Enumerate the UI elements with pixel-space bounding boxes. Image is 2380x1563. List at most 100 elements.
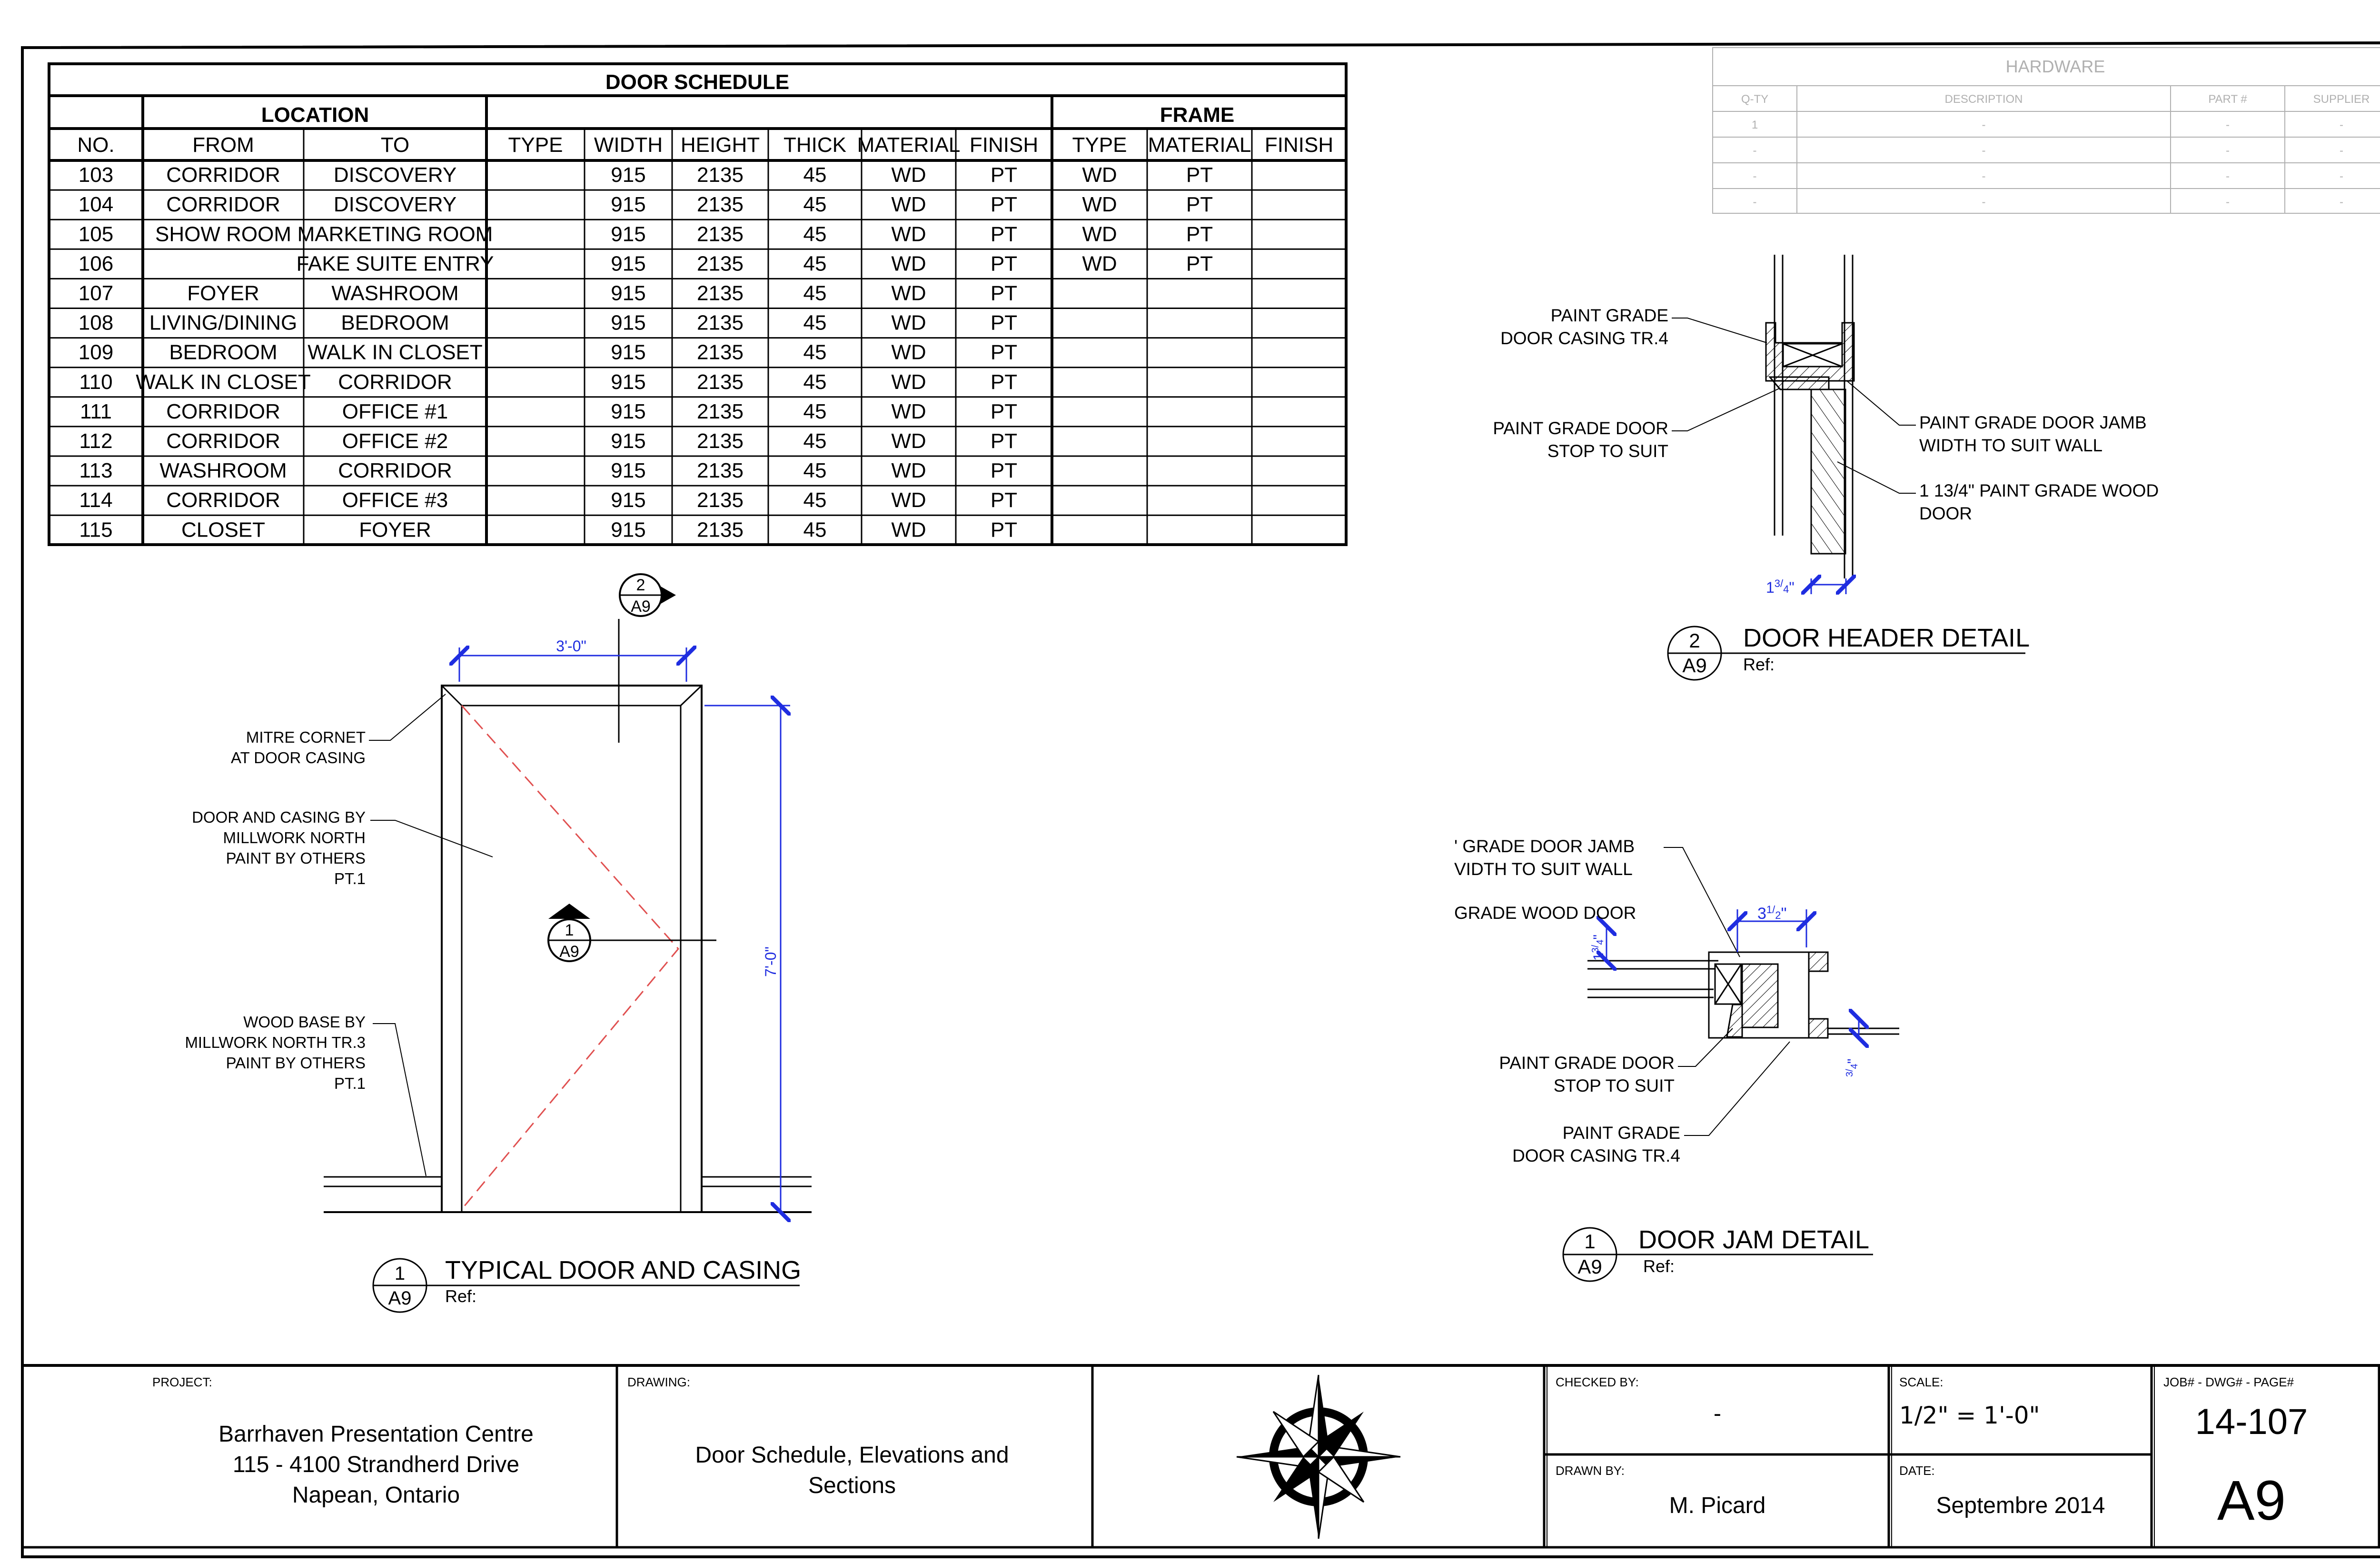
schedule-cell: WASHROOM — [159, 459, 287, 482]
door-header-callout-number: 2 — [1689, 629, 1700, 652]
hardware-cell: - — [2340, 196, 2343, 209]
schedule-cell: 113 — [79, 459, 112, 482]
schedule-cell: 915 — [611, 282, 645, 305]
jamb-note-casing-2: DOOR CASING TR.4 — [1512, 1146, 1680, 1165]
schedule-cell: SHOW ROOM — [155, 222, 291, 246]
door-jamb-title-block: 1 A9 DOOR JAM DETAIL Ref: — [1562, 1225, 1873, 1282]
schedule-column-header: TO — [381, 133, 409, 157]
schedule-cell: 45 — [803, 311, 827, 335]
schedule-cell: PT — [991, 488, 1017, 512]
schedule-cell: PT — [1186, 222, 1213, 246]
scale-value: 1/2" = 1'-0" — [1899, 1402, 2040, 1429]
schedule-cell: PT — [991, 400, 1017, 423]
schedule-cell: OFFICE #2 — [342, 429, 448, 453]
header-dim-whole: 1 — [1766, 579, 1775, 596]
header-note-jamb-1: PAINT GRADE DOOR JAMB — [1919, 413, 2147, 432]
schedule-title: DOOR SCHEDULE — [605, 70, 789, 94]
section-marker-1-number: 1 — [565, 921, 574, 939]
schedule-cell: PT — [991, 518, 1017, 541]
hardware-cell: - — [1982, 144, 1986, 157]
schedule-column-header: HEIGHT — [681, 133, 760, 157]
door-header-callout-sheet: A9 — [1682, 654, 1706, 677]
schedule-cell: 915 — [611, 193, 645, 216]
note-base-line1: WOOD BASE BY — [243, 1013, 366, 1031]
schedule-cell: MARKETING ROOM — [298, 222, 493, 246]
schedule-cell: PT — [991, 222, 1017, 246]
schedule-cell: PT — [991, 311, 1017, 335]
hardware-cell: - — [2226, 170, 2230, 183]
schedule-cell: PT — [991, 429, 1017, 453]
hardware-cell: - — [1753, 144, 1757, 157]
schedule-cell: 115 — [79, 518, 112, 541]
hardware-cell: - — [2340, 170, 2343, 183]
schedule-cell: 45 — [803, 488, 827, 512]
schedule-cell: PT — [1186, 193, 1213, 216]
schedule-cell: 2135 — [697, 488, 744, 512]
schedule-cell: PT — [991, 282, 1017, 305]
jamb-left-num: 3 — [1590, 947, 1601, 953]
schedule-cell: WD — [891, 341, 926, 364]
schedule-cell: 2135 — [697, 222, 744, 246]
hardware-cell: - — [1753, 170, 1757, 183]
hardware-cell: - — [2226, 119, 2230, 131]
schedule-cell: 915 — [611, 400, 645, 423]
schedule-cell: WD — [891, 370, 926, 394]
schedule-cell: CORRIDOR — [166, 488, 280, 512]
hardware-column-header: Q-TY — [1741, 93, 1768, 106]
north-arrow-icon — [1236, 1374, 1401, 1539]
frame-group-header: FRAME — [1160, 103, 1234, 127]
header-note-casing-1: PAINT GRADE — [1551, 306, 1668, 325]
schedule-column-header: TYPE — [1072, 133, 1127, 157]
hardware-cell: 1 — [1752, 119, 1758, 131]
schedule-cell: 915 — [611, 311, 645, 335]
date-value: Septembre 2014 — [1936, 1493, 2105, 1518]
note-base-line4: PT.1 — [334, 1075, 366, 1092]
jamb-note-jamb-1: ' GRADE DOOR JAMB — [1454, 836, 1635, 856]
section-marker-2-number: 2 — [636, 576, 645, 594]
hardware-cell: - — [1753, 196, 1757, 209]
jamb-top-num: 1 — [1766, 904, 1772, 916]
schedule-cell: 45 — [803, 370, 827, 394]
schedule-cell: CORRIDOR — [166, 429, 280, 453]
height-dimension — [704, 706, 790, 1212]
door-swing-lines — [461, 705, 679, 1210]
schedule-cell: PT — [991, 459, 1017, 482]
hardware-cell: - — [2340, 144, 2343, 157]
schedule-column-header: WIDTH — [594, 133, 663, 157]
header-note-stop-2: STOP TO SUIT — [1547, 441, 1668, 461]
schedule-cell: PT — [991, 193, 1017, 216]
schedule-cell: 915 — [611, 488, 645, 512]
typical-door-ref: Ref: — [445, 1286, 476, 1306]
schedule-cell: WD — [891, 163, 926, 187]
schedule-cell: 103 — [79, 163, 113, 187]
header-note-door-2: DOOR — [1919, 504, 1972, 523]
page-number: A9 — [2217, 1469, 2286, 1532]
header-note-stop-1: PAINT GRADE DOOR — [1493, 418, 1668, 438]
schedule-cell: DISCOVERY — [334, 193, 456, 216]
section-marker-1-sheet: A9 — [559, 943, 579, 961]
schedule-cell: CORRIDOR — [166, 400, 280, 423]
schedule-cell: DISCOVERY — [334, 163, 456, 187]
schedule-cell: WD — [891, 488, 926, 512]
typical-door-title: TYPICAL DOOR AND CASING — [445, 1256, 801, 1284]
jamb-right-num: 3 — [1844, 1072, 1855, 1077]
hardware-cell: - — [1982, 196, 1986, 209]
schedule-cell: 915 — [611, 370, 645, 394]
drawn-label: DRAWN BY: — [1556, 1463, 1625, 1478]
schedule-cell: 2135 — [697, 400, 744, 423]
schedule-cell: CLOSET — [181, 518, 265, 541]
schedule-cell: PT — [991, 163, 1017, 187]
schedule-cell: CORRIDOR — [166, 193, 280, 216]
schedule-column-header: TYPE — [508, 133, 563, 157]
note-door-line3: PAINT BY OTHERS — [226, 849, 366, 867]
